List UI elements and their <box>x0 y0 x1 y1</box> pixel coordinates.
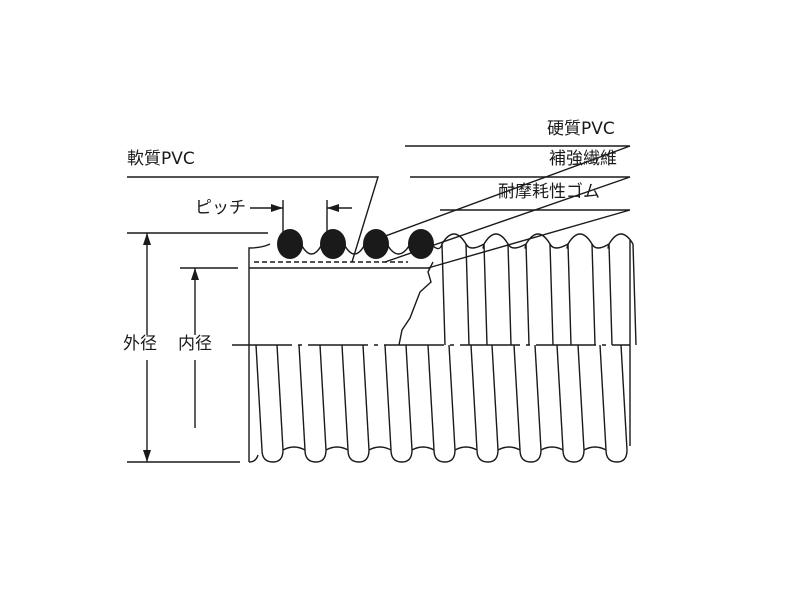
hard-pvc-helix-bead-4 <box>408 229 434 259</box>
corrugation-line <box>255 344 263 451</box>
hard-pvc-helix-bead-3 <box>363 229 389 259</box>
corrugation-line <box>465 243 470 346</box>
label-hard-pvc: 硬質PVC <box>547 119 615 139</box>
soft-pvc-wave <box>301 245 410 255</box>
corrugation-line <box>549 243 554 346</box>
corrugation-line <box>608 243 613 346</box>
corrugation-line <box>525 243 530 346</box>
corrugation-bottom-profile <box>248 446 628 463</box>
label-inner-diameter: 内径 <box>178 334 212 354</box>
corrugation-line <box>599 344 607 451</box>
corrugation-line <box>298 344 306 451</box>
label-reinforcing-fiber: 補強繊維 <box>549 149 617 169</box>
hard-pvc-helix-bead-1 <box>277 229 303 259</box>
hard-pvc-helix-bead-2 <box>320 229 346 259</box>
leader-reinforcing-fiber <box>384 176 631 263</box>
leader-abrasion-rubber <box>427 209 631 269</box>
corrugation-line <box>448 344 456 451</box>
pitch-arrowhead-right <box>327 204 339 212</box>
leader-hard-pvc <box>379 145 631 239</box>
label-abrasion-resistant-rubber: 耐摩耗性ゴム <box>498 182 600 202</box>
corrugation-line <box>470 344 478 451</box>
inner-diameter-arrow-top <box>191 268 199 280</box>
corrugation-line <box>341 344 349 451</box>
corrugation-line <box>405 344 413 451</box>
leader-soft-pvc <box>127 176 379 263</box>
pitch-arrowhead-left <box>271 204 283 212</box>
corrugation-line <box>427 344 435 451</box>
corrugation-line <box>362 344 370 451</box>
corrugation-line <box>384 344 392 451</box>
corrugation-line <box>513 344 521 451</box>
corrugation-line <box>491 344 499 451</box>
corrugation-line <box>276 344 284 451</box>
corrugation-top-profile <box>432 233 634 250</box>
corrugation-line <box>483 243 488 346</box>
corrugation-line <box>319 344 327 451</box>
label-outer-diameter: 外径 <box>123 334 157 354</box>
corrugation-line <box>632 243 637 346</box>
corrugation-line <box>507 243 512 346</box>
hose-wall-left-top <box>248 243 271 268</box>
corrugation-line <box>556 344 564 451</box>
label-pitch: ピッチ <box>195 198 246 218</box>
corrugation-line <box>567 243 572 346</box>
section-break-line <box>398 261 434 346</box>
label-soft-pvc: 軟質PVC <box>127 149 195 169</box>
corrugation-line <box>591 243 596 346</box>
outer-diameter-arrow-top <box>143 233 151 245</box>
corrugation-line <box>441 243 446 346</box>
outer-diameter-arrow-bottom <box>143 450 151 462</box>
corrugation-line <box>620 344 628 451</box>
corrugation-line <box>577 344 585 451</box>
corrugation-line <box>534 344 542 451</box>
